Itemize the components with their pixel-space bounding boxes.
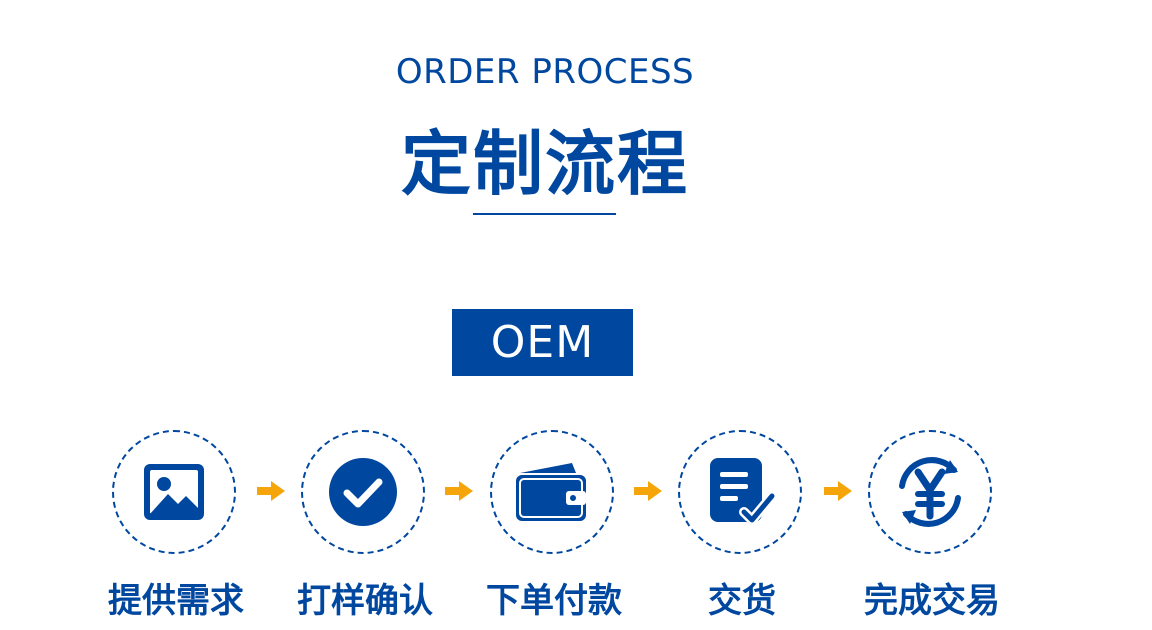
step-3-circle (490, 430, 614, 554)
wallet-icon (516, 463, 586, 521)
arrow-icon (634, 481, 662, 501)
document-check-icon (710, 458, 776, 525)
check-circle-icon (329, 458, 397, 526)
step-2-circle (301, 430, 425, 554)
page-title: 定制流程 (401, 123, 689, 205)
arrow-icon (257, 481, 285, 501)
yen-cycle-icon (899, 457, 961, 527)
step-3-label: 下单付款 (486, 581, 622, 621)
eyebrow-title: ORDER PROCESS (395, 52, 695, 92)
arrow-icon (824, 481, 852, 501)
title-underline (473, 213, 616, 215)
step-5-label: 完成交易 (864, 581, 1000, 621)
image-icon (144, 464, 204, 520)
step-1-label: 提供需求 (108, 581, 244, 621)
oem-badge: OEM (452, 309, 633, 376)
step-4-label: 交货 (708, 581, 776, 621)
step-2-label: 打样确认 (297, 581, 433, 621)
oem-badge-label: OEM (490, 317, 595, 368)
step-4-circle (678, 430, 802, 554)
step-1-circle (112, 430, 236, 554)
arrow-icon (445, 481, 473, 501)
step-5-circle (868, 430, 992, 554)
